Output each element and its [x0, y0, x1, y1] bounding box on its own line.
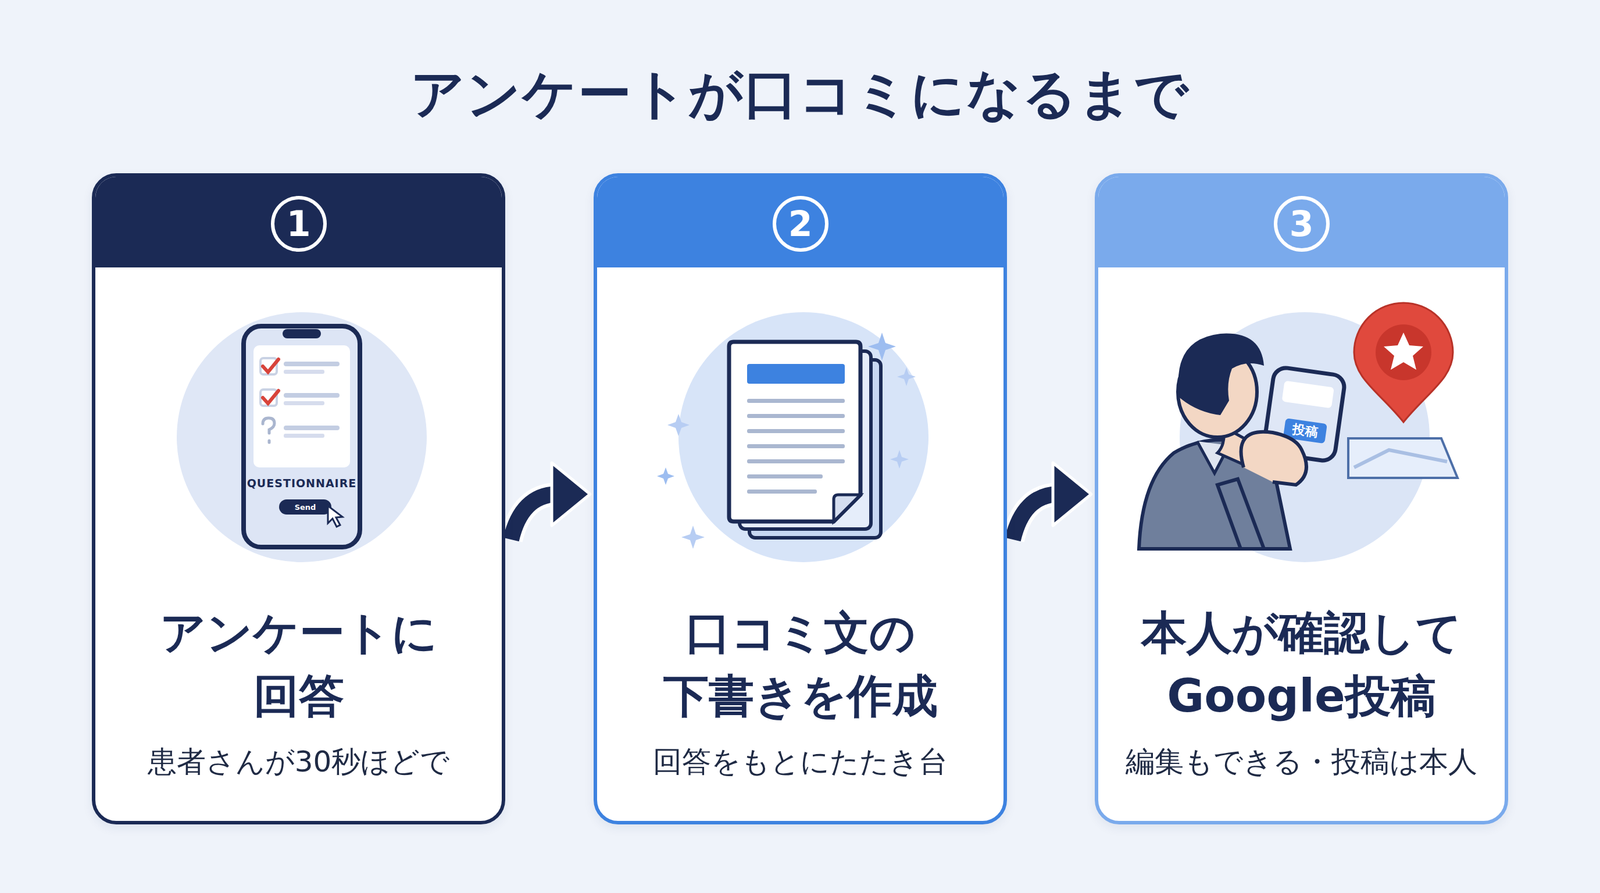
diagram-title: アンケートが口コミになるまで: [0, 58, 1600, 131]
step-number: 2: [772, 195, 829, 252]
step-illustration: [1098, 176, 1509, 825]
step-heading: アンケートに 回答: [124, 601, 474, 728]
flow-arrow: [1012, 462, 1092, 540]
flow-arrow: [511, 462, 591, 540]
step-heading: 口コミ文の 下書きを作成: [626, 601, 975, 728]
step-card: 3 本人が確認して Google投稿編集もできる・投稿は本人 投稿: [1094, 173, 1509, 825]
step-illustration: [95, 176, 506, 825]
step-number: 3: [1273, 195, 1330, 252]
card-header: 2: [597, 176, 1004, 268]
button-label: Send: [294, 502, 317, 512]
screen-label: QUESTIONNAIRE: [247, 476, 357, 490]
step-illustration: [597, 176, 1007, 825]
card-text: 本人が確認して Google投稿編集もできる・投稿は本人: [1115, 601, 1488, 781]
card-text: アンケートに 回答患者さんが30秒ほどで: [112, 601, 485, 781]
step-note: 編集もできる・投稿は本人: [1115, 743, 1488, 781]
step-card: 1 アンケートに 回答患者さんが30秒ほどで QUESTIONNAIRE Send: [91, 173, 506, 825]
step-note: 回答をもとにたたき台: [614, 743, 987, 781]
step-number: 1: [270, 195, 327, 252]
step-heading: 本人が確認して Google投稿: [1127, 601, 1477, 728]
button-label: 投稿: [1291, 420, 1320, 442]
step-card: 2 口コミ文の 下書きを作成回答をもとにたたき台: [593, 173, 1007, 825]
step-note: 患者さんが30秒ほどで: [112, 743, 485, 781]
card-header: 3: [1098, 176, 1505, 268]
card-text: 口コミ文の 下書きを作成回答をもとにたたき台: [614, 601, 987, 781]
card-header: 1: [95, 176, 502, 268]
